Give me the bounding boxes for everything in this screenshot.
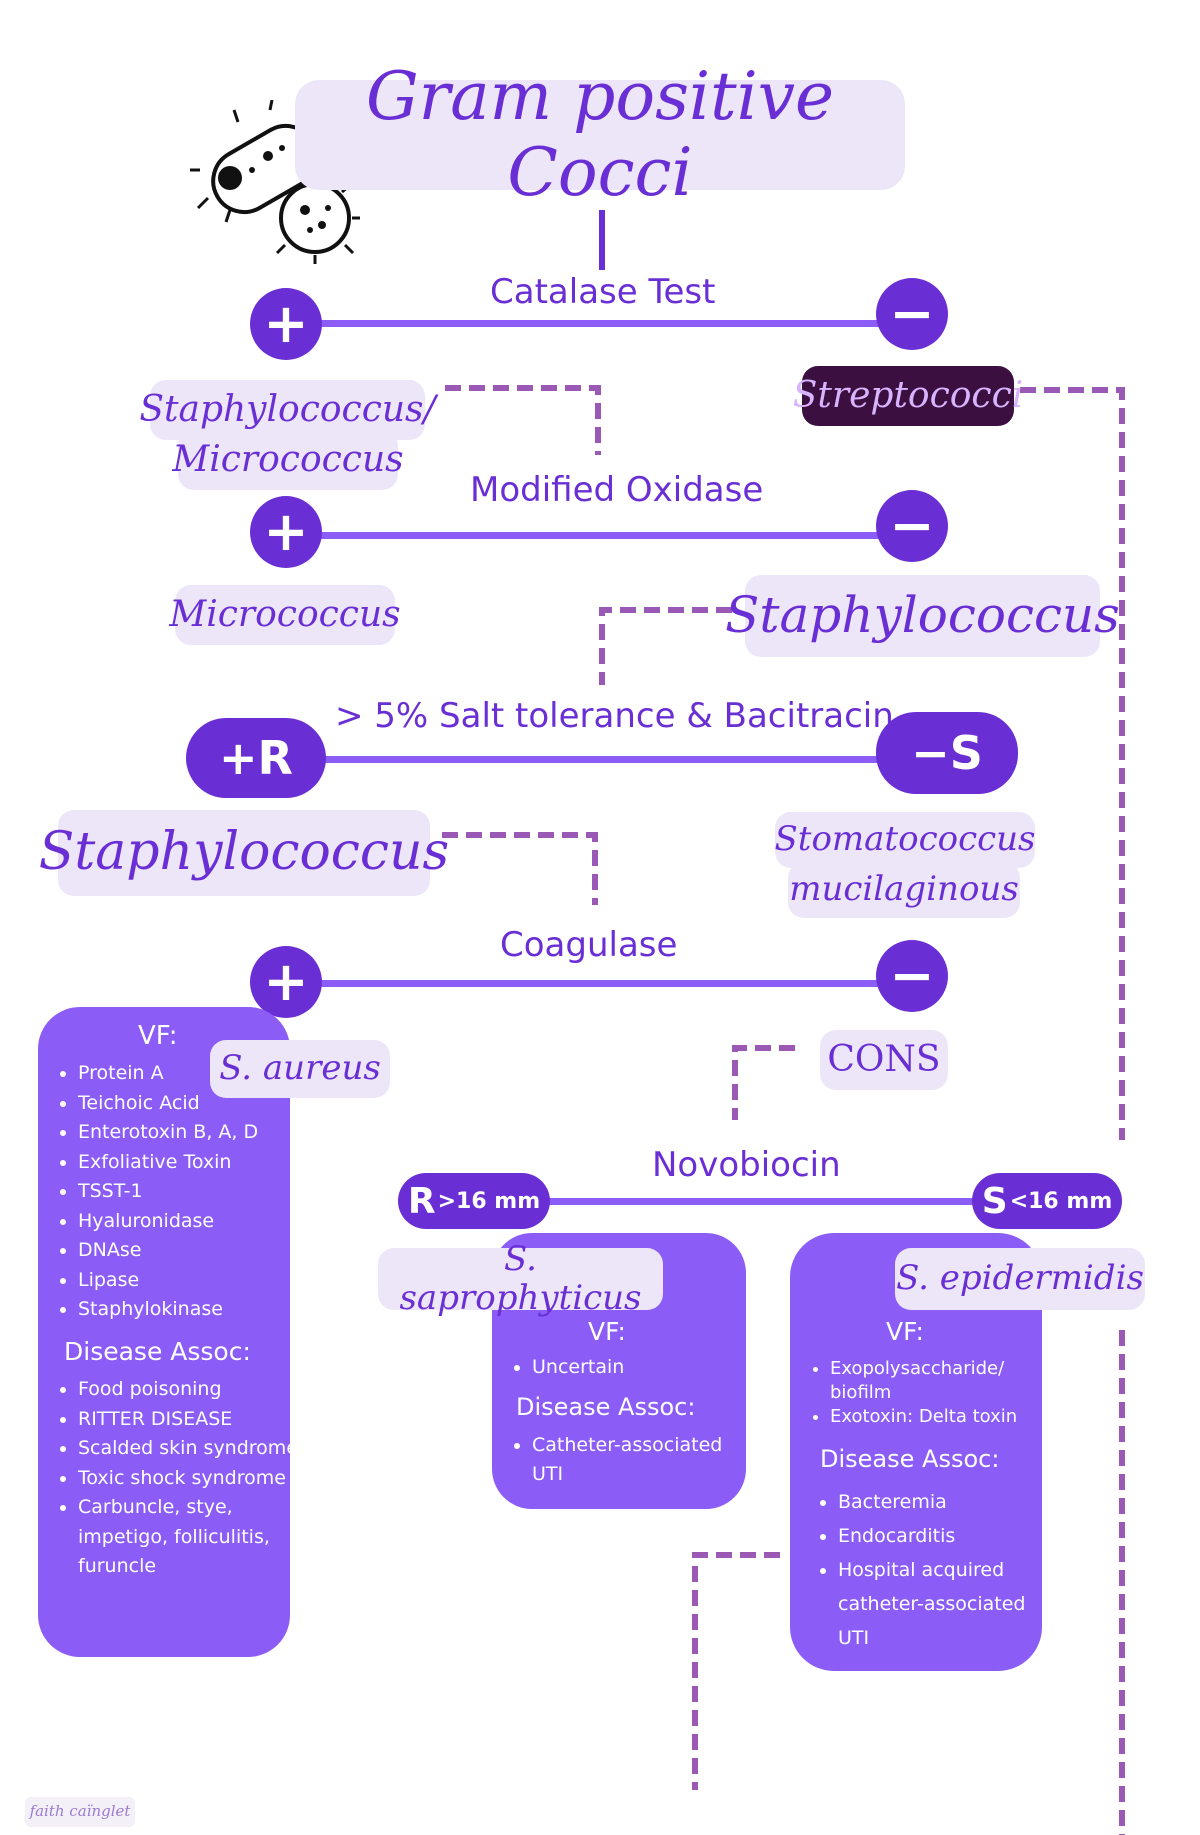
- list-item: RITTER DISEASE: [78, 1405, 303, 1435]
- novobiocin-s-text: <16 mm: [1009, 1188, 1113, 1214]
- sapro-disease-title: Disease Assoc:: [516, 1393, 696, 1421]
- list-item: Enterotoxin B, A, D: [78, 1118, 298, 1148]
- novobiocin-resistant: R >16 mm: [398, 1173, 550, 1229]
- list-item: Endocarditis: [838, 1519, 1048, 1553]
- saprophyticus-pill: S. saprophyticus: [378, 1239, 663, 1318]
- sapro-disease-list: Catheter-associated UTI: [504, 1431, 742, 1489]
- coagulase-positive: +: [250, 946, 322, 1018]
- list-item: Staphylokinase: [78, 1295, 298, 1325]
- epi-disease-title: Disease Assoc:: [820, 1445, 1000, 1473]
- list-item: TSST-1: [78, 1177, 298, 1207]
- salt-label: > 5% Salt tolerance & Bacitracin: [335, 696, 894, 736]
- novobiocin-sensitive: S <16 mm: [972, 1173, 1122, 1229]
- aureus-disease-list: Food poisoning RITTER DISEASE Scalded sk…: [50, 1375, 303, 1582]
- epi-vf-list: Exopolysaccharide/ biofilm Exotoxin: Del…: [802, 1357, 1045, 1429]
- list-item: Food poisoning: [78, 1375, 303, 1405]
- list-item: Lipase: [78, 1266, 298, 1296]
- list-item: DNAse: [78, 1236, 298, 1266]
- list-item: Hyaluronidase: [78, 1207, 298, 1237]
- list-item: Bacteremia: [838, 1485, 1048, 1519]
- novobiocin-label: Novobiocin: [652, 1145, 841, 1185]
- oxidase-line: [285, 532, 915, 539]
- catalase-label: Catalase Test: [490, 272, 716, 312]
- list-item: Toxic shock syndrome: [78, 1464, 303, 1494]
- micrococcus-pill: Micrococcus: [169, 585, 401, 645]
- stomatococcus-pill-1: Stomatococcus: [775, 812, 1036, 868]
- novobiocin-r-letter: R: [407, 1180, 436, 1222]
- signature: faith caïnglet: [25, 1797, 135, 1827]
- salt-resistant: +R: [186, 718, 326, 798]
- aureus-vf-title: VF:: [138, 1021, 178, 1051]
- novobiocin-r-text: >16 mm: [437, 1188, 541, 1214]
- list-item: Scalded skin syndrome: [78, 1434, 303, 1464]
- salt-sensitive: −S: [876, 712, 1018, 794]
- catalase-positive: +: [250, 288, 322, 360]
- epidermidis-pill: S. epidermidis: [895, 1248, 1145, 1310]
- coagulase-negative: −: [876, 940, 948, 1012]
- aureus-pill: S. aureus: [210, 1040, 390, 1098]
- coagulase-label: Coagulase: [500, 925, 678, 965]
- stomatococcus-pill-2: mucilaginous: [788, 862, 1020, 918]
- list-item: Exopolysaccharide/ biofilm: [830, 1357, 1045, 1405]
- novobiocin-line: [530, 1198, 1000, 1205]
- oxidase-negative: −: [876, 490, 948, 562]
- cons-pill: CONS: [820, 1030, 948, 1090]
- oxidase-positive: +: [250, 496, 322, 568]
- list-item: Hospital acquired catheter-associated UT…: [838, 1553, 1048, 1655]
- coagulase-line: [285, 980, 915, 987]
- aureus-disease-title: Disease Assoc:: [64, 1337, 251, 1366]
- sapro-vf-title: VF:: [588, 1317, 626, 1346]
- aureus-box: VF: Protein A Teichoic Acid Enterotoxin …: [38, 1007, 298, 1657]
- staph-micro-pill-2: Micrococcus: [172, 430, 404, 490]
- catalase-negative: −: [876, 278, 948, 350]
- list-item: Teichoic Acid: [78, 1089, 298, 1119]
- list-item: Exotoxin: Delta toxin: [830, 1405, 1045, 1429]
- epi-disease-list: Bacteremia Endocarditis Hospital acquire…: [810, 1485, 1048, 1655]
- staphylococcus-pill-1: Staphylococcus: [725, 575, 1120, 657]
- aureus-vf-list: Protein A Teichoic Acid Enterotoxin B, A…: [50, 1059, 298, 1325]
- catalase-line: [285, 320, 915, 327]
- list-item: Exfoliative Toxin: [78, 1148, 298, 1178]
- oxidase-label: Modified Oxidase: [470, 470, 764, 510]
- staphylococcus-pill-2: Staphylococcus: [39, 810, 449, 896]
- page-title: Gram positive Cocci: [295, 59, 905, 210]
- sapro-vf-list: Uncertain: [504, 1353, 752, 1382]
- novobiocin-s-letter: S: [981, 1180, 1008, 1222]
- salt-line: [300, 756, 900, 763]
- epi-vf-title: VF:: [886, 1317, 924, 1346]
- streptococci-pill: Streptococci: [793, 366, 1023, 426]
- list-item: Carbuncle, stye, impetigo, folliculitis,…: [78, 1493, 303, 1582]
- list-item: Uncertain: [532, 1353, 752, 1382]
- list-item: Catheter-associated UTI: [532, 1431, 742, 1489]
- list-item: Protein A: [78, 1059, 298, 1089]
